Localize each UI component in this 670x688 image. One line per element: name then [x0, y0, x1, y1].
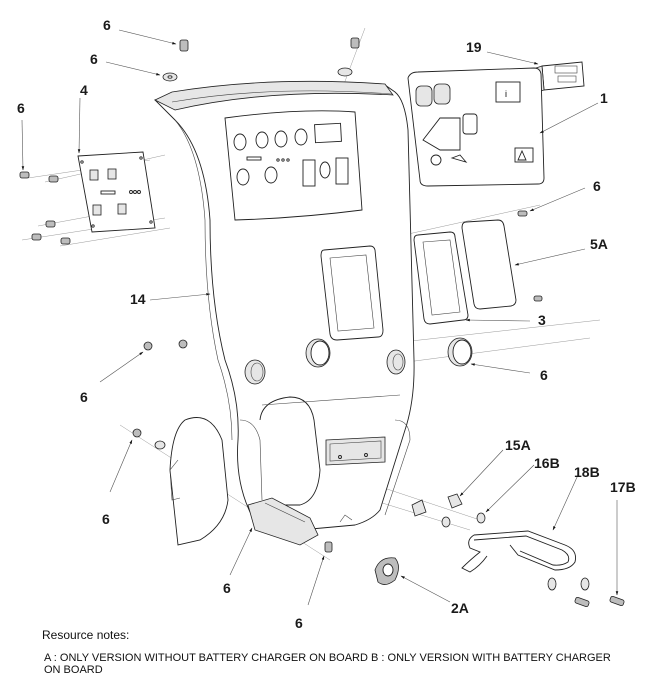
resource-notes-title: Resource notes:: [42, 628, 130, 642]
callout-3: 3: [538, 312, 546, 328]
display-frame: [413, 231, 469, 325]
connector-block: [535, 61, 585, 93]
callout-6-bracket: 6: [223, 580, 231, 596]
callout-16B: 16B: [534, 455, 560, 471]
leader-lines: [21, 29, 619, 606]
top-screw-and-washer: [162, 37, 360, 82]
callout-6-left-screw: 6: [17, 100, 25, 116]
callout-19: 19: [466, 39, 482, 55]
resource-notes-body: A : ONLY VERSION WITHOUT BATTERY CHARGER…: [44, 652, 611, 676]
callout-6-lower-nut: 6: [102, 511, 110, 527]
cover-plate: [461, 210, 543, 310]
callout-4: 4: [80, 82, 88, 98]
callout-6-left-nut: 6: [80, 389, 88, 405]
callout-5A: 5A: [590, 236, 608, 252]
callout-1: 1: [600, 90, 608, 106]
cable-clamp-bracket: [461, 530, 625, 608]
console-housing: [154, 80, 415, 546]
info-symbol: i: [505, 89, 507, 99]
control-label-decal: i: [407, 67, 545, 187]
callout-6-bottom-screw: 6: [295, 615, 303, 631]
callout-15A: 15A: [505, 437, 531, 453]
callout-6-right-screw: 6: [593, 178, 601, 194]
callout-17B: 17B: [610, 479, 636, 495]
small-hardware: [132, 337, 486, 585]
callout-6-right-plug: 6: [540, 367, 548, 383]
callout-2A: 2A: [451, 600, 469, 616]
callout-18B: 18B: [574, 464, 600, 480]
callout-14: 14: [130, 291, 146, 307]
callout-labels: 6 6 19 4 6 1 6 5A 14 3 6 6 6 15A 16B 18B…: [17, 17, 636, 631]
switch-plate: [19, 151, 156, 245]
callout-6-top-washer: 6: [90, 51, 98, 67]
callout-6-top-screw: 6: [103, 17, 111, 33]
